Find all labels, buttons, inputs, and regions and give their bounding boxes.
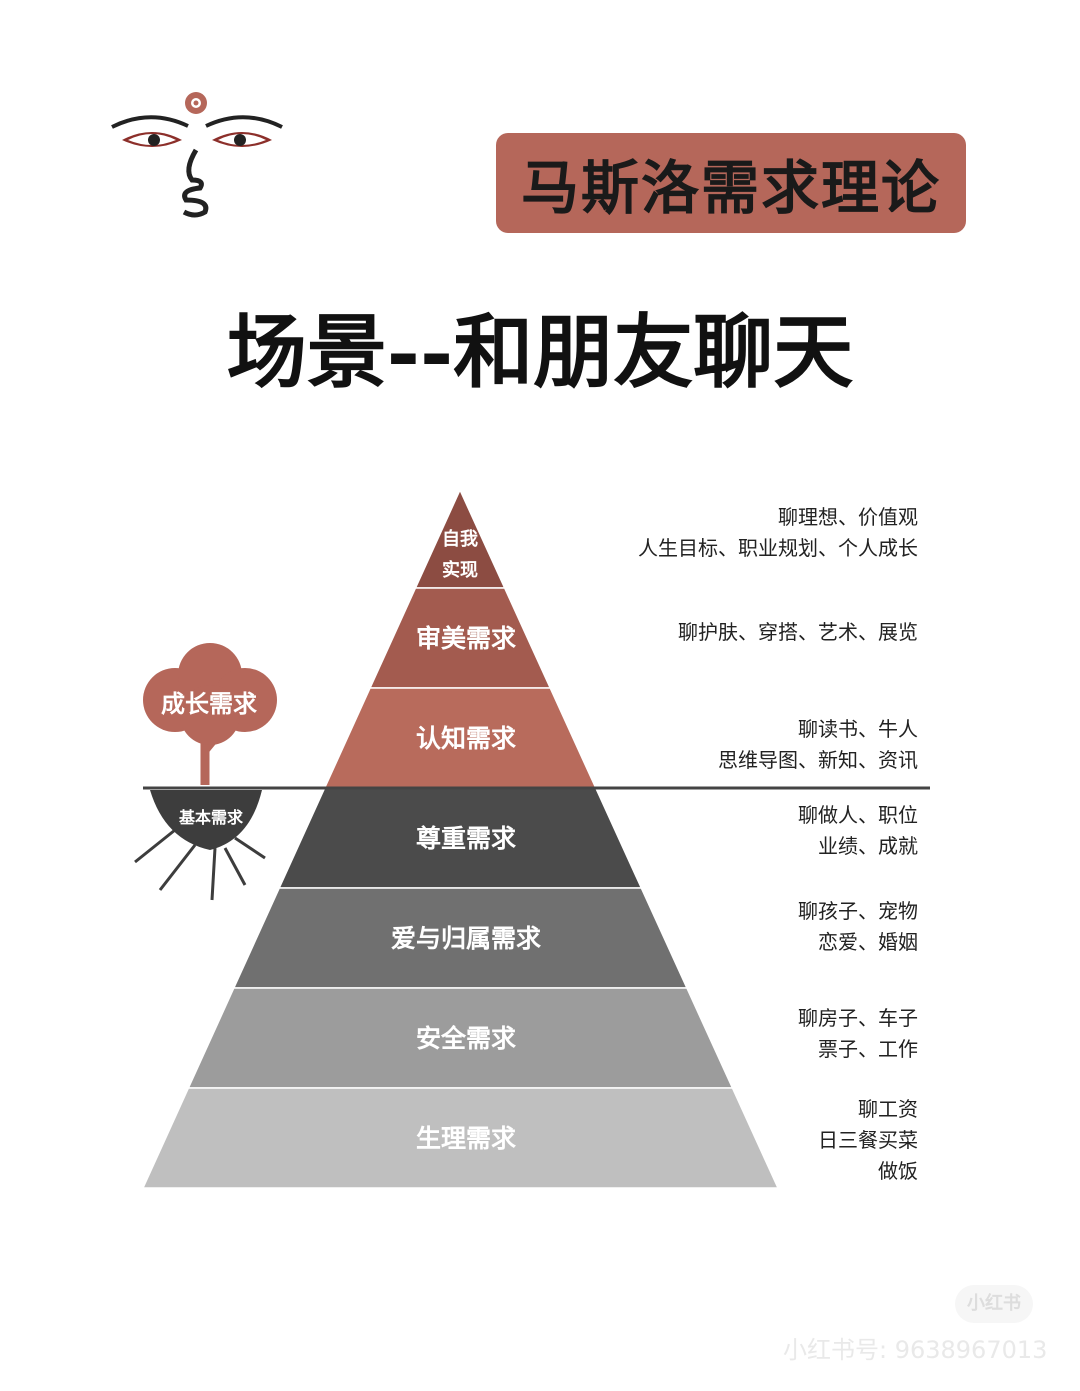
growth-needs-label: 成长需求 [161,690,257,718]
tier-label: 安全需求 [416,1024,516,1053]
tier-label: 爱与归属需求 [391,924,541,953]
tier-description: 聊做人、职位业绩、成就 [798,800,918,862]
description-line: 做饭 [878,1159,918,1183]
description-line: 聊理想、价值观 [778,505,918,529]
tier-label: 生理需求 [416,1124,516,1153]
tier-description: 聊房子、车子票子、工作 [798,1003,918,1065]
growth-tree-icon [134,643,277,901]
tier-label-self-actualization: 自我实现 [442,529,478,581]
description-line: 聊工资 [858,1097,918,1121]
description-line: 日三餐买菜 [818,1128,918,1152]
description-line: 恋爱、婚姻 [818,930,918,954]
buddha-eyes-logo [111,92,283,218]
basic-needs-label: 基本需求 [178,808,244,827]
page-title: 马斯洛需求理论 [520,154,941,222]
page-subtitle: 场景--和朋友聊天 [226,305,854,399]
description-line: 思维导图、新知、资讯 [718,748,918,772]
watermark-id: 小红书号: 9638967013 [783,1336,1048,1364]
tier-label: 认知需求 [416,724,516,753]
xiaohongshu-badge: 小红书 [955,1285,1033,1323]
description-line: 聊读书、牛人 [798,717,918,741]
tier-label: 尊重需求 [416,824,516,853]
tier-description: 聊读书、牛人思维导图、新知、资讯 [718,714,918,776]
tier-description: 聊工资日三餐买菜做饭 [818,1094,918,1187]
pyramid-tier [141,1087,780,1189]
description-line: 票子、工作 [818,1037,918,1061]
description-line: 业绩、成就 [818,834,918,858]
tier-description: 聊护肤、穿搭、艺术、展览 [678,617,918,648]
description-line: 人生目标、职业规划、个人成长 [638,536,918,560]
description-line: 聊护肤、穿搭、艺术、展览 [678,620,918,644]
description-line: 聊做人、职位 [798,803,918,827]
title-banner: 马斯洛需求理论 [496,133,966,233]
tier-label: 审美需求 [416,624,516,653]
description-line: 聊房子、车子 [798,1006,918,1030]
tier-description: 聊理想、价值观人生目标、职业规划、个人成长 [638,502,918,564]
description-line: 聊孩子、宠物 [798,899,918,923]
tier-description: 聊孩子、宠物恋爱、婚姻 [798,896,918,958]
